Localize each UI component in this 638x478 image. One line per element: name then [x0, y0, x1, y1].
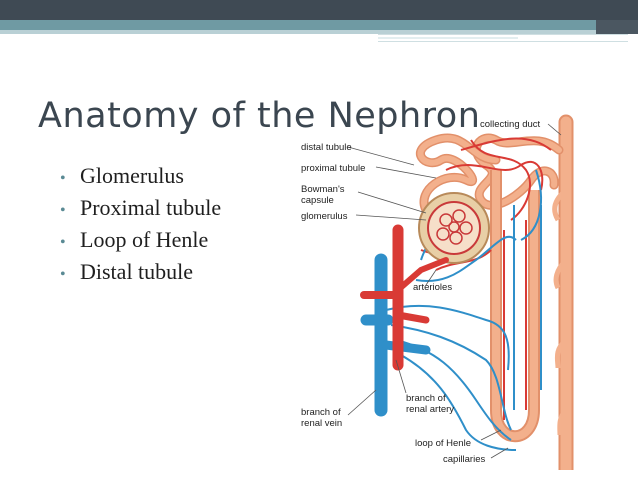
label-collecting-duct: collecting duct: [480, 119, 541, 130]
nephron-diagram: collecting duct distal tubule proximal t…: [301, 114, 574, 470]
top-bar: [0, 0, 638, 20]
glomerulus: [427, 201, 481, 255]
header-band: [0, 20, 638, 30]
bullet-item: • Distal tubule: [60, 256, 221, 288]
label-arterioles: arterioles: [413, 282, 452, 293]
bullet-text: Distal tubule: [80, 259, 194, 284]
bullet-item: • Glomerulus: [60, 160, 221, 192]
bullet-list: • Glomerulus • Proximal tubule • Loop of He…: [60, 160, 221, 288]
decor-line: [378, 41, 628, 42]
decor-line: [378, 37, 518, 39]
bullet-icon: •: [60, 170, 66, 187]
slide-title: Anatomy of the Nephron: [38, 96, 481, 136]
label-distal-tubule: distal tubule: [301, 142, 352, 153]
bullet-item: • Proximal tubule: [60, 192, 221, 224]
bullet-text: Proximal tubule: [80, 195, 222, 220]
decor-line: [378, 34, 628, 35]
header-band-light: [0, 30, 638, 34]
label-bowmans-capsule: capsule: [301, 195, 334, 206]
header-accent: [596, 20, 638, 34]
label-capillaries: capillaries: [443, 454, 485, 465]
bullet-text: Loop of Henle: [80, 227, 209, 252]
label-glomerulus: glomerulus: [301, 211, 348, 222]
label-branch-renal-vein-1: branch of: [301, 407, 341, 418]
label-loop-of-henle: loop of Henle: [415, 438, 471, 449]
bullet-item: • Loop of Henle: [60, 224, 221, 256]
bullet-icon: •: [60, 202, 66, 219]
label-branch-renal-vein-2: renal vein: [301, 418, 342, 429]
label-branch-renal-artery-2: renal artery: [406, 404, 454, 415]
bullet-icon: •: [60, 266, 66, 283]
label-proximal-tubule: proximal tubule: [301, 163, 365, 174]
label-bowmans: Bowman's: [301, 184, 345, 195]
leader-lines: [347, 123, 562, 459]
label-branch-renal-artery-1: branch of: [406, 393, 446, 404]
bullet-icon: •: [60, 234, 66, 251]
bullet-text: Glomerulus: [80, 163, 184, 188]
